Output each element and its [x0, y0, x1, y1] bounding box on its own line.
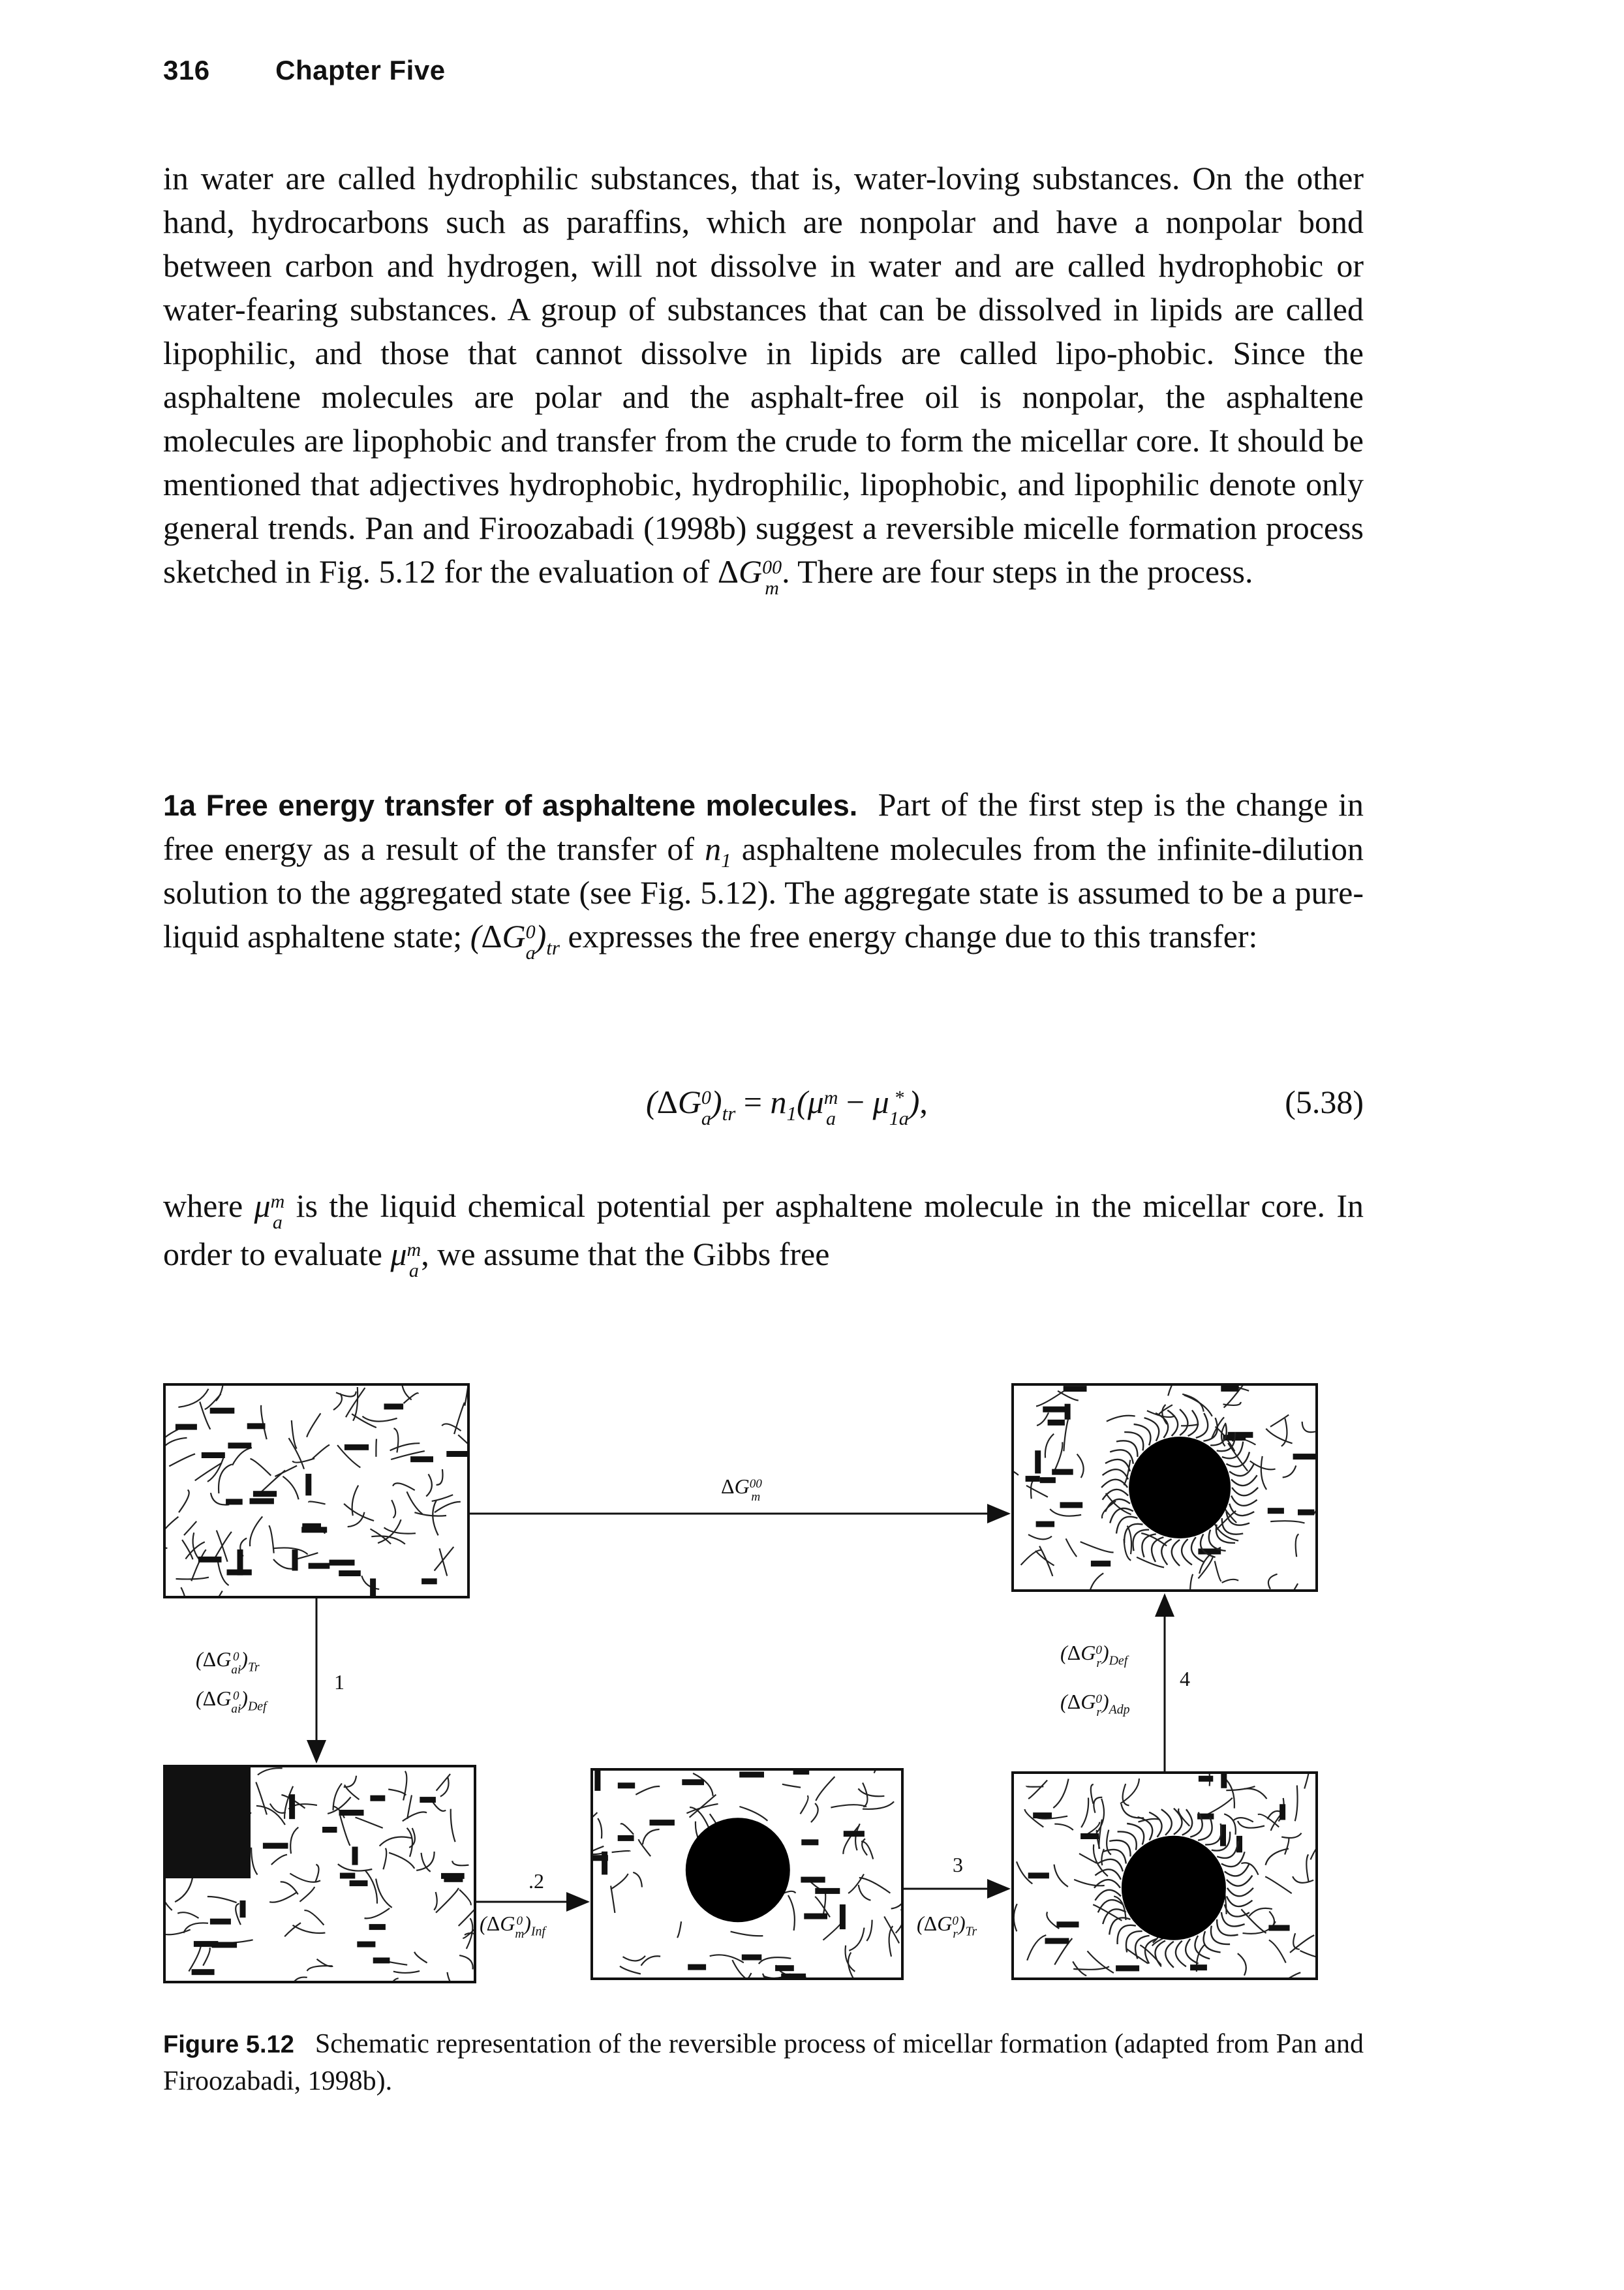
n1-symbol: n1 [705, 831, 731, 872]
caption-label: Figure 5.12 [163, 2031, 294, 2058]
equation-number: (5.38) [1285, 1084, 1364, 1120]
para2-text-c: expresses the free energy change due to … [568, 918, 1258, 954]
label-step-4: 4 [1180, 1667, 1190, 1690]
label-step-3: 3 [953, 1853, 963, 1876]
para3-text-a: where [163, 1187, 243, 1224]
section-heading-1a: 1a Free energy transfer of asphaltene mo… [163, 789, 858, 822]
panel-pure-asphaltene [163, 1765, 476, 1983]
para3-text-b: is the liquid chemical potential per asp… [163, 1187, 1364, 1272]
panel-resin-art [1014, 1774, 1315, 1977]
paragraph-1: in water are called hydrophilic substanc… [163, 157, 1364, 598]
panel-core-inserted [590, 1768, 904, 1980]
label-step-2: .2 [529, 1869, 544, 1893]
panel-final-micelle [1011, 1383, 1318, 1592]
panel-final-art [1014, 1386, 1315, 1589]
figure-caption: Figure 5.12 Schematic representation of … [163, 2026, 1364, 2099]
chapter-title: Chapter Five [275, 55, 446, 85]
para3-text-c: , we assume that the Gibbs free [421, 1236, 830, 1272]
panel-initial-art [166, 1386, 467, 1596]
panel-initial-solution [163, 1383, 470, 1598]
panel-pure-art [166, 1767, 474, 1981]
running-head: 316 Chapter Five [163, 55, 446, 86]
panel-resins-transferred [1011, 1771, 1318, 1980]
para2-text-a: Part of the first step is the change in … [163, 786, 1364, 867]
caption-text: Schematic representation of the reversib… [163, 2029, 1364, 2096]
page-number: 316 [163, 55, 210, 85]
para2-text-b: asphaltene molecules from the infinite-d… [163, 831, 1364, 954]
para1-text: in water are called hydrophilic substanc… [163, 160, 1364, 590]
label-step-1: 1 [334, 1670, 345, 1694]
paragraph-2: 1a Free energy transfer of asphaltene mo… [163, 783, 1364, 963]
panel-core-art [593, 1771, 901, 1977]
para1-text-end: . There are four steps in the process. [782, 553, 1253, 590]
